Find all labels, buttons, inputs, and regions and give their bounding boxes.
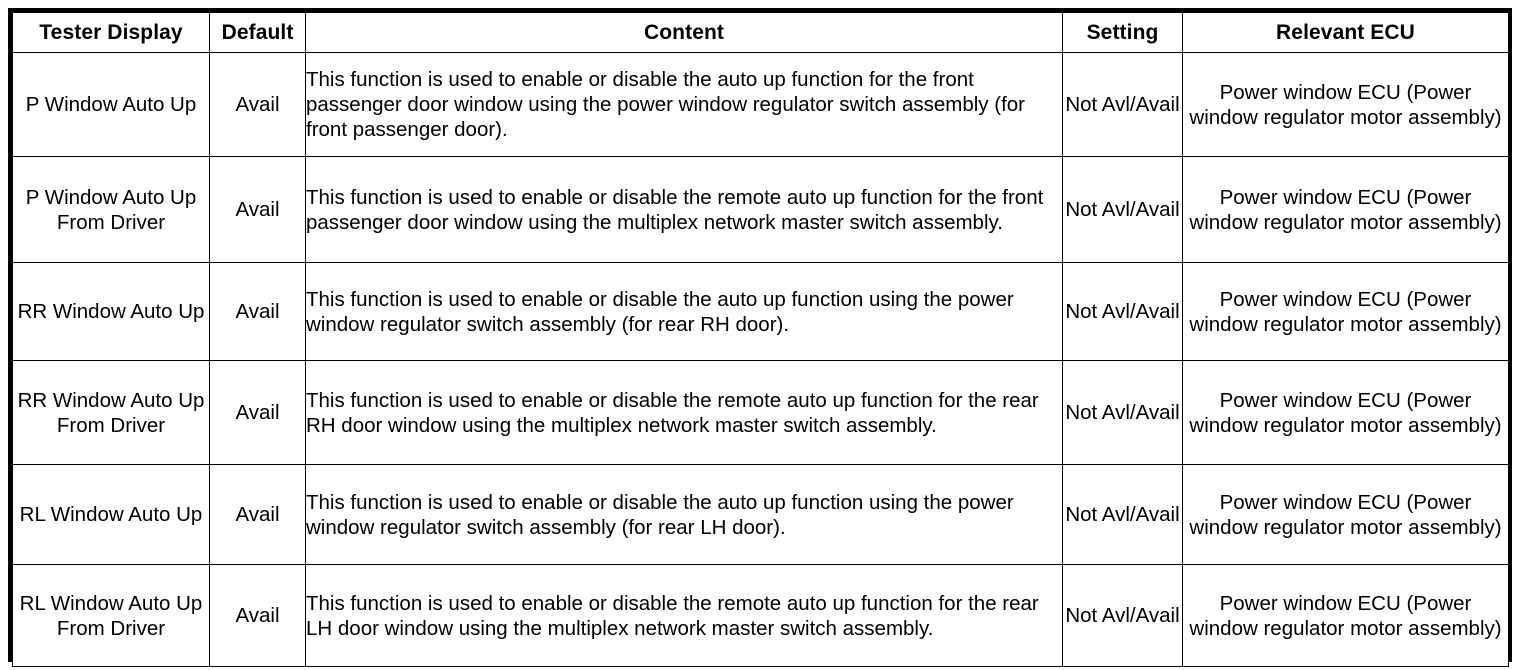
cell-default: Avail <box>209 262 306 361</box>
cell-setting: Not Avl/Avail <box>1062 564 1183 667</box>
cell-relevant-ecu: Power window ECU (Power window regulator… <box>1182 52 1509 157</box>
cell-relevant-ecu: Power window ECU (Power window regulator… <box>1182 262 1509 361</box>
table-body: P Window Auto Up Avail This function is … <box>12 52 1509 667</box>
tester-display-customize-table: Tester Display Default Content Setting R… <box>12 12 1509 667</box>
column-header-relevant-ecu: Relevant ECU <box>1182 12 1509 53</box>
table-header: Tester Display Default Content Setting R… <box>12 12 1509 53</box>
cell-tester-display: RR Window Auto Up From Driver <box>12 360 210 465</box>
table-row: P Window Auto Up Avail This function is … <box>12 52 1509 157</box>
table-row: RL Window Auto Up From Driver Avail This… <box>12 564 1509 667</box>
column-header-default: Default <box>209 12 306 53</box>
cell-tester-display: P Window Auto Up <box>12 52 210 157</box>
table-row: RR Window Auto Up From Driver Avail This… <box>12 360 1509 465</box>
cell-tester-display: RL Window Auto Up From Driver <box>12 564 210 667</box>
table-row: RL Window Auto Up Avail This function is… <box>12 464 1509 565</box>
cell-content: This function is used to enable or disab… <box>305 564 1063 667</box>
cell-setting: Not Avl/Avail <box>1062 262 1183 361</box>
cell-relevant-ecu: Power window ECU (Power window regulator… <box>1182 156 1509 263</box>
cell-content: This function is used to enable or disab… <box>305 156 1063 263</box>
cell-content: This function is used to enable or disab… <box>305 52 1063 157</box>
cell-tester-display: P Window Auto Up From Driver <box>12 156 210 263</box>
spec-table-container: Tester Display Default Content Setting R… <box>8 8 1512 667</box>
cell-content: This function is used to enable or disab… <box>305 464 1063 565</box>
cell-default: Avail <box>209 360 306 465</box>
cell-tester-display: RR Window Auto Up <box>12 262 210 361</box>
table-header-row: Tester Display Default Content Setting R… <box>12 12 1509 53</box>
cell-default: Avail <box>209 464 306 565</box>
table-row: P Window Auto Up From Driver Avail This … <box>12 156 1509 263</box>
cell-setting: Not Avl/Avail <box>1062 464 1183 565</box>
cell-default: Avail <box>209 52 306 157</box>
cell-default: Avail <box>209 156 306 263</box>
cell-setting: Not Avl/Avail <box>1062 156 1183 263</box>
column-header-tester-display: Tester Display <box>12 12 210 53</box>
cell-relevant-ecu: Power window ECU (Power window regulator… <box>1182 464 1509 565</box>
cell-default: Avail <box>209 564 306 667</box>
cell-relevant-ecu: Power window ECU (Power window regulator… <box>1182 360 1509 465</box>
cell-relevant-ecu: Power window ECU (Power window regulator… <box>1182 564 1509 667</box>
cell-setting: Not Avl/Avail <box>1062 52 1183 157</box>
cell-setting: Not Avl/Avail <box>1062 360 1183 465</box>
cell-tester-display: RL Window Auto Up <box>12 464 210 565</box>
column-header-setting: Setting <box>1062 12 1183 53</box>
table-row: RR Window Auto Up Avail This function is… <box>12 262 1509 361</box>
cell-content: This function is used to enable or disab… <box>305 360 1063 465</box>
column-header-content: Content <box>305 12 1063 53</box>
cell-content: This function is used to enable or disab… <box>305 262 1063 361</box>
